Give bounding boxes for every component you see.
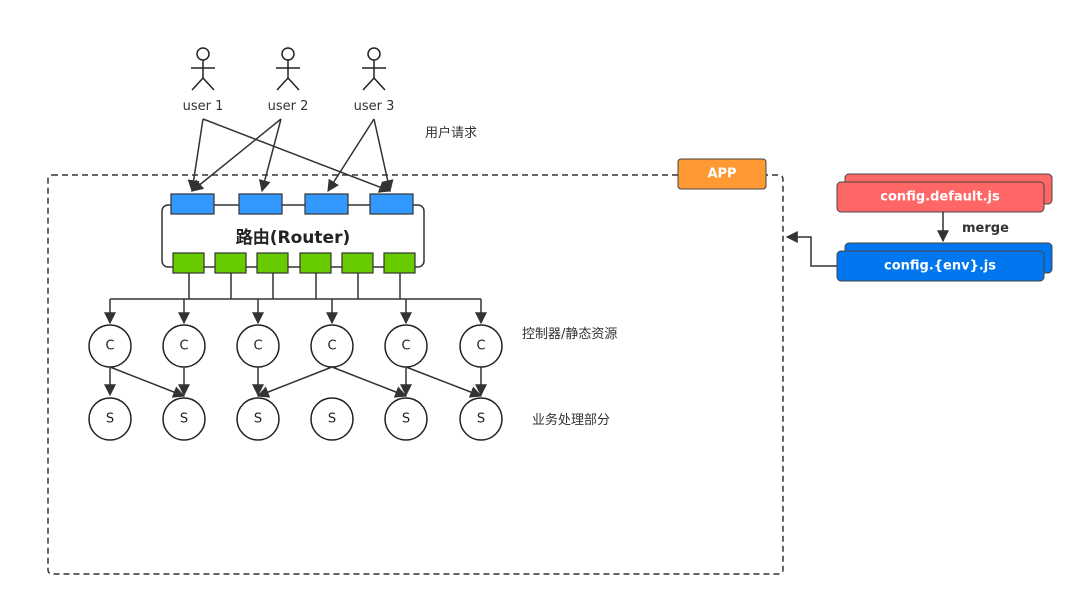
router-output-port — [299, 252, 332, 274]
router-output-ports — [172, 252, 416, 274]
user-2-label: user 2 — [268, 99, 309, 114]
service-node: S — [310, 397, 354, 441]
router-input-port — [304, 193, 349, 215]
user-request-label: 用户请求 — [425, 125, 477, 141]
user-3: user 3 — [354, 47, 395, 114]
router-output-port — [256, 252, 289, 274]
svg-text:S: S — [106, 412, 114, 427]
controllers-label: 控制器/静态资源 — [522, 327, 617, 342]
router-box — [161, 204, 425, 268]
request-arrows — [187, 118, 394, 193]
config-default-stack: config.default.js — [836, 173, 1053, 213]
user-1: user 1 — [183, 47, 224, 114]
router-output-port — [214, 252, 247, 274]
controller-node: C — [88, 324, 132, 368]
router-output-port — [341, 252, 374, 274]
service-node: S — [459, 397, 503, 441]
svg-text:C: C — [253, 339, 262, 354]
svg-text:C: C — [105, 339, 114, 354]
app-label: APP — [707, 167, 736, 182]
router-output-port — [172, 252, 205, 274]
svg-text:S: S — [254, 412, 262, 427]
service-node: S — [236, 397, 280, 441]
router-bus — [104, 273, 487, 325]
router-input-port — [369, 193, 414, 215]
config-default-label: config.default.js — [880, 190, 1000, 205]
config-to-app-arrow — [785, 231, 837, 267]
app-container — [47, 174, 784, 575]
router-input-ports — [170, 193, 414, 215]
service-arrows — [104, 366, 487, 398]
app-badge: APP — [677, 158, 767, 190]
svg-text:S: S — [477, 412, 485, 427]
svg-text:S: S — [328, 412, 336, 427]
service-node: S — [384, 397, 428, 441]
services: S S S S S S — [88, 397, 503, 441]
controller-node: C — [162, 324, 206, 368]
svg-text:C: C — [179, 339, 188, 354]
service-node: S — [88, 397, 132, 441]
merge-label: merge — [962, 221, 1009, 236]
svg-text:C: C — [327, 339, 336, 354]
controller-node: C — [459, 324, 503, 368]
controller-node: C — [384, 324, 428, 368]
controller-node: C — [310, 324, 354, 368]
services-label: 业务处理部分 — [532, 412, 610, 428]
config-env-stack: config.{env}.js — [836, 242, 1053, 282]
router-input-port — [238, 193, 283, 215]
service-node: S — [162, 397, 206, 441]
user-2: user 2 — [268, 47, 309, 114]
controller-node: C — [236, 324, 280, 368]
svg-text:C: C — [476, 339, 485, 354]
controllers: C C C C C C — [88, 324, 503, 368]
config-env-label: config.{env}.js — [884, 259, 996, 274]
router-input-port — [170, 193, 215, 215]
user-3-label: user 3 — [354, 99, 395, 114]
svg-text:C: C — [401, 339, 410, 354]
svg-text:S: S — [180, 412, 188, 427]
svg-text:S: S — [402, 412, 410, 427]
router-output-port — [383, 252, 416, 274]
router-label: 路由(Router) — [236, 227, 350, 248]
user-1-label: user 1 — [183, 99, 224, 114]
